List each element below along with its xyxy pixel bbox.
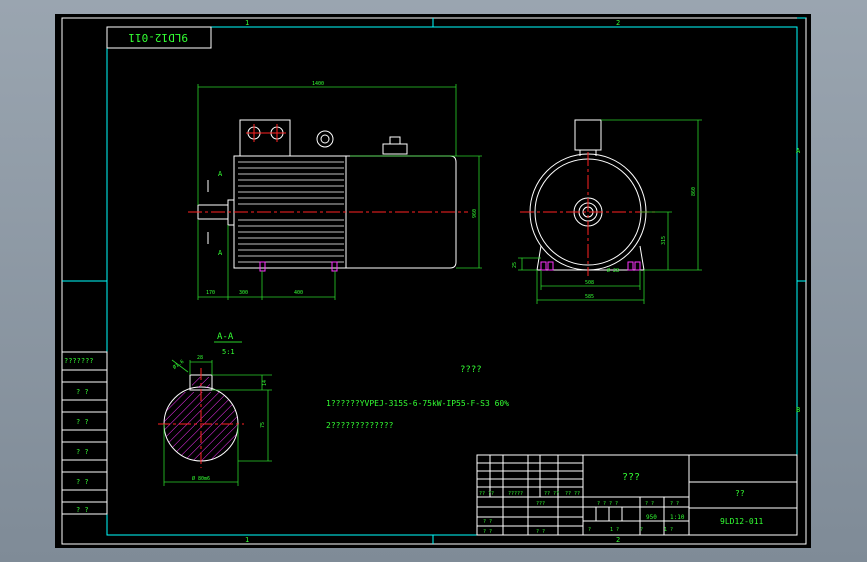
dim-base-inner: 508 — [585, 280, 594, 286]
tb-sheet-3: ? — [640, 527, 643, 533]
zone-label-right-a: A — [796, 147, 801, 155]
front-fins — [238, 161, 344, 263]
dim-mid: 300 — [239, 290, 248, 296]
tb-small-2: ??? — [536, 501, 545, 507]
title-block-code: 9LD12-011 — [720, 517, 764, 526]
side-dimensions — [518, 119, 702, 304]
zone-label-top-2: 2 — [616, 19, 620, 27]
tb-row-label-3: ?? ?? — [565, 491, 580, 497]
nameplate-box — [382, 143, 408, 155]
section-title: A-A — [217, 332, 234, 342]
tb-sheet-2: 1 ? — [610, 527, 619, 533]
tb-scale-value: 1:10 — [670, 514, 685, 521]
front-view: A A 1400 960 170 300 400 — [188, 81, 482, 300]
side-foot-right — [634, 261, 641, 271]
dim-height: 960 — [472, 209, 478, 218]
tb-small-4: ? ? — [536, 529, 545, 535]
outer-frame — [61, 17, 807, 545]
side-table-row-0: ??????? — [64, 357, 94, 365]
side-table-row-1: ? ? — [76, 388, 89, 396]
lifting-eye — [316, 130, 334, 148]
dim-base-outer: 585 — [585, 294, 594, 300]
notes-line-1: 1??????YVPEJ-315S-6-75kW-IP55-F-S3 60% — [326, 399, 509, 408]
dim-length: 1400 — [312, 81, 324, 87]
tb-small-1: ? ? — [483, 519, 492, 525]
tb-weight-label: ? ? — [645, 501, 654, 507]
tb-weight-value: 950 — [646, 514, 657, 521]
dim-foot: 25 — [512, 262, 518, 268]
side-table-row-3: ? ? — [76, 448, 89, 456]
dim-center-height: 315 — [661, 236, 667, 245]
zone-label-right-b: B — [796, 406, 800, 414]
section-scale: 5:1 — [222, 348, 235, 356]
terminal-box — [239, 119, 291, 157]
section-mark-bottom: A — [218, 249, 223, 257]
side-table-row-2: ? ? — [76, 418, 89, 426]
zone-ticks — [62, 17, 806, 544]
section-mark-top: A — [218, 170, 223, 178]
drawing-canvas: 1 2 1 2 A B 9LD12-011 — [61, 17, 807, 545]
title-block-right-name: ?? — [735, 489, 745, 498]
dim-key-depth: 14 — [262, 380, 268, 386]
drawing-sheet: 1 2 1 2 A B 9LD12-011 — [55, 14, 811, 548]
front-foot-right — [331, 261, 338, 272]
tb-sheet-4: 1 ? — [664, 527, 673, 533]
notes-heading: ???? — [460, 365, 482, 375]
tb-small-3: ? ? — [483, 529, 492, 535]
dim-key-width: 28 — [197, 355, 203, 361]
zone-label-top-1: 1 — [245, 19, 249, 27]
title-block — [476, 454, 798, 536]
side-terminal-box — [574, 119, 602, 151]
tb-stage-label: ? ? ? ? — [597, 501, 618, 507]
side-table — [61, 351, 108, 515]
side-table-row-5: ? ? — [76, 478, 89, 486]
zone-label-bottom-2: 2 — [616, 536, 620, 544]
notes-line-2: 2????????????? — [326, 421, 394, 430]
code-box — [106, 26, 212, 49]
dim-right: 400 — [294, 290, 303, 296]
tb-row-label-1: ????? — [508, 491, 523, 497]
zone-label-bottom-1: 1 — [245, 536, 249, 544]
tb-sheet-1: ? — [588, 527, 591, 533]
side-foot-left — [540, 261, 547, 271]
dim-total-height: 860 — [691, 187, 697, 196]
section-dimensions — [163, 359, 272, 486]
tb-row-label-2: ?? ?? — [544, 491, 559, 497]
side-view: 860 315 25 508 585 Ø 28 — [512, 119, 702, 304]
dim-left: 170 — [206, 290, 215, 296]
dim-shaft-diameter: Ø 80m6 — [192, 475, 210, 482]
front-foot-left — [259, 261, 266, 272]
tb-scale-label: ? ? — [670, 501, 679, 507]
front-dimensions — [197, 84, 482, 300]
side-table-row-6: ? ? — [76, 506, 89, 514]
dim-slot: Ø 28 — [607, 267, 619, 274]
dim-shaft-height: 75 — [260, 422, 266, 428]
title-block-name: ??? — [622, 472, 640, 483]
code-box-text: 9LD12-011 — [128, 31, 188, 44]
section-view: A-A 5:1 Ø1. — [158, 332, 272, 486]
tb-row-label-0: ?? ?? — [479, 491, 494, 497]
